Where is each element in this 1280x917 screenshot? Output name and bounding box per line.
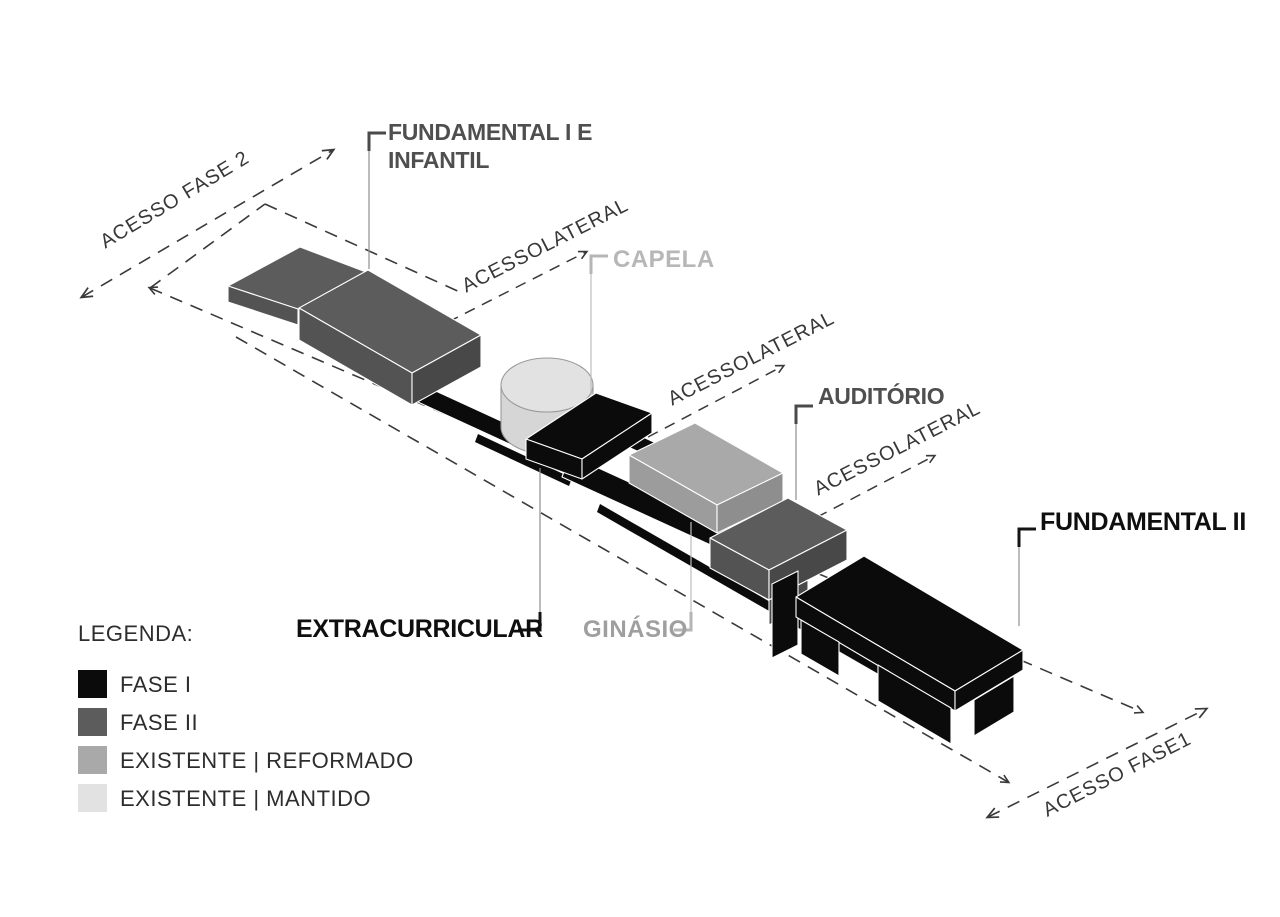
boundary-left-edge xyxy=(149,203,266,289)
building-fundamental2 xyxy=(771,555,1024,745)
legend-label-fase2: FASE II xyxy=(120,710,198,735)
extracurricular-label-bracket xyxy=(518,612,542,632)
label-acesso-fase2: ACESSO FASE 2 xyxy=(96,147,253,253)
legend-swatch-existente-mantido xyxy=(78,784,107,812)
label-acesso-lateral-2: ACESSOLATERAL xyxy=(664,307,838,410)
capela-cylinder-top xyxy=(500,357,594,413)
boundary-lower-long-edge xyxy=(235,336,1011,784)
legend-swatch-fase2 xyxy=(78,708,107,736)
label-fundamental1-line1: FUNDAMENTAL I E xyxy=(388,119,592,145)
acesso-fase1-line xyxy=(985,707,1209,819)
ginasio-label-bracket xyxy=(674,612,693,632)
capela-label-bracket xyxy=(589,254,608,274)
fund2-leg-middle xyxy=(877,664,952,745)
legend-swatch-fase1 xyxy=(78,670,107,698)
label-extracurricular: EXTRACURRICULAR xyxy=(296,615,543,643)
legend-swatch-existente-reformado xyxy=(78,746,107,774)
building-extracurricular xyxy=(525,392,653,480)
label-acesso-lateral-3: ACESSOLATERAL xyxy=(810,397,984,500)
legend-label-fase1: FASE I xyxy=(120,672,191,697)
label-capela: CAPELA xyxy=(613,246,715,273)
extracurricular-end-face xyxy=(581,412,653,480)
legend-label-existente-reformado: EXISTENTE | REFORMADO xyxy=(120,748,414,773)
fund2-leg-east xyxy=(973,675,1015,737)
label-ginasio: GINÁSIO xyxy=(583,615,688,643)
acesso-lateral-line-3 xyxy=(799,454,937,527)
legend-title: LEGENDA: xyxy=(78,621,193,646)
fund1-label-bracket xyxy=(367,131,386,151)
fund1-front-slab-end-face xyxy=(411,334,482,406)
building-fundamental1-infantil xyxy=(227,246,482,406)
boundary-back-edge xyxy=(264,203,463,294)
fund2-label-bracket xyxy=(1017,527,1036,547)
ground-strip-west xyxy=(475,434,572,486)
acesso-lateral-line-1 xyxy=(447,250,589,323)
label-fundamental2: FUNDAMENTAL II xyxy=(1040,508,1246,536)
auditorio-label-bracket xyxy=(794,404,813,424)
label-acesso-fase1: ACESSO FASE1 xyxy=(1040,728,1195,822)
acesso-fase2-line xyxy=(79,148,336,299)
label-fundamental1-line2: INFANTIL xyxy=(388,147,489,173)
label-auditorio: AUDITÓRIO xyxy=(818,382,944,409)
legend: LEGENDA: FASE I FASE II EXISTENTE | REFO… xyxy=(78,621,414,812)
fund2-leg-west xyxy=(800,619,840,677)
acesso-lateral-line-2 xyxy=(647,364,786,438)
fund2-west-wing xyxy=(771,570,799,659)
fund1-back-slab-front-face xyxy=(227,285,299,326)
fund2-slab-end-face xyxy=(954,649,1024,712)
building-ginasio xyxy=(628,422,784,534)
leader-lines xyxy=(367,131,1036,632)
label-acesso-lateral-1: ACESSOLATERAL xyxy=(458,194,632,297)
legend-label-existente-mantido: EXISTENTE | MANTIDO xyxy=(120,786,371,811)
